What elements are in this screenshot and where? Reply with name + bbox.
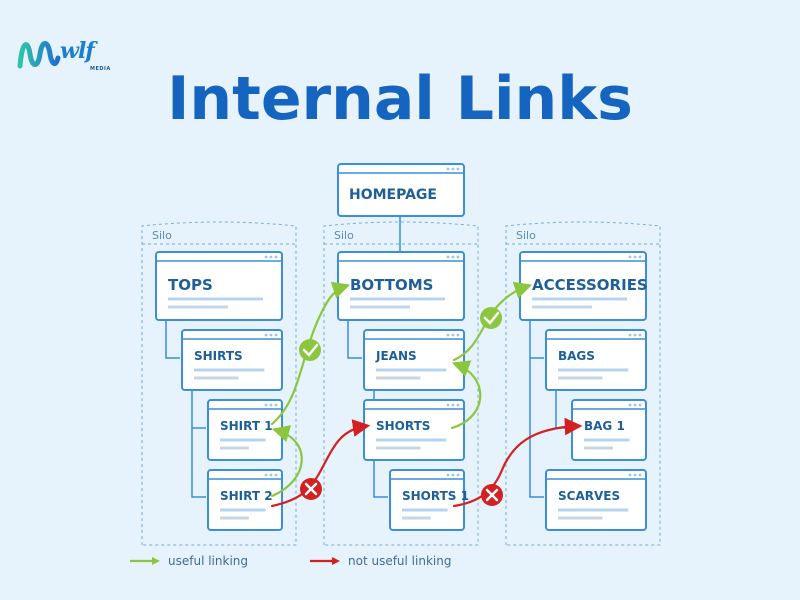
silo-box-2 — [323, 221, 479, 546]
shirt2-card — [207, 469, 283, 531]
shirts-card — [181, 329, 283, 391]
not-useful-cross-icon — [300, 478, 322, 500]
tree-connectors — [165, 216, 570, 498]
bags-card-label: BAGS — [558, 349, 595, 363]
shorts-card — [363, 399, 465, 461]
silo-label-2: Silo — [334, 229, 354, 242]
bottoms-card — [337, 251, 465, 321]
silo-label-3: Silo — [516, 229, 536, 242]
jeans-card — [363, 329, 465, 391]
bags-card — [545, 329, 647, 391]
silo-containers — [141, 221, 661, 546]
arrow-shorts1-to-bag1 — [452, 417, 583, 508]
shirt2-card-label: SHIRT 2 — [220, 489, 273, 503]
arrow-shirt2-to-shirt1 — [270, 425, 303, 498]
useful-check-icon — [480, 307, 502, 329]
jeans-card-label: JEANS — [376, 349, 417, 363]
useful-check-icon — [299, 339, 321, 361]
legend-useful-arrow — [130, 557, 160, 565]
legend-not-useful-label: not useful linking — [348, 554, 452, 568]
silo-label-1: Silo — [152, 229, 172, 242]
arrow-shorts-to-jeans — [450, 360, 482, 430]
wave-logo-icon — [17, 41, 61, 69]
tops-card-label: TOPS — [168, 276, 213, 294]
homepage-card — [337, 163, 465, 217]
scarves-card-label: SCARVES — [558, 489, 621, 503]
accessories-card-label: ACCESSORIES — [532, 276, 648, 294]
legend-useful-label: useful linking — [168, 554, 248, 568]
silo-box-1 — [141, 221, 297, 546]
not-useful-cross-icon — [481, 484, 503, 506]
shorts1-card-label: SHORTS 1 — [402, 489, 469, 503]
arrow-shirt2-to-shorts — [270, 419, 371, 508]
scarves-card — [545, 469, 647, 531]
bag1-card — [571, 399, 647, 461]
arrow-shirt1-to-bottoms — [270, 281, 351, 426]
logo-wordmark: wlf — [60, 38, 95, 64]
page-title: Internal Links — [167, 64, 633, 134]
bag1-card-label: BAG 1 — [584, 419, 625, 433]
logo-subtitle: MEDIA — [90, 66, 111, 72]
shirts-card-label: SHIRTS — [194, 349, 243, 363]
shirt1-card-label: SHIRT 1 — [220, 419, 273, 433]
silo-box-3 — [505, 221, 661, 546]
legend-not-useful-arrow — [310, 557, 340, 565]
bottoms-card-label: BOTTOMS — [350, 276, 434, 294]
homepage-card-label: HOMEPAGE — [349, 187, 437, 203]
shorts1-card — [389, 469, 465, 531]
shorts-card-label: SHORTS — [376, 419, 431, 433]
tops-card — [155, 251, 283, 321]
